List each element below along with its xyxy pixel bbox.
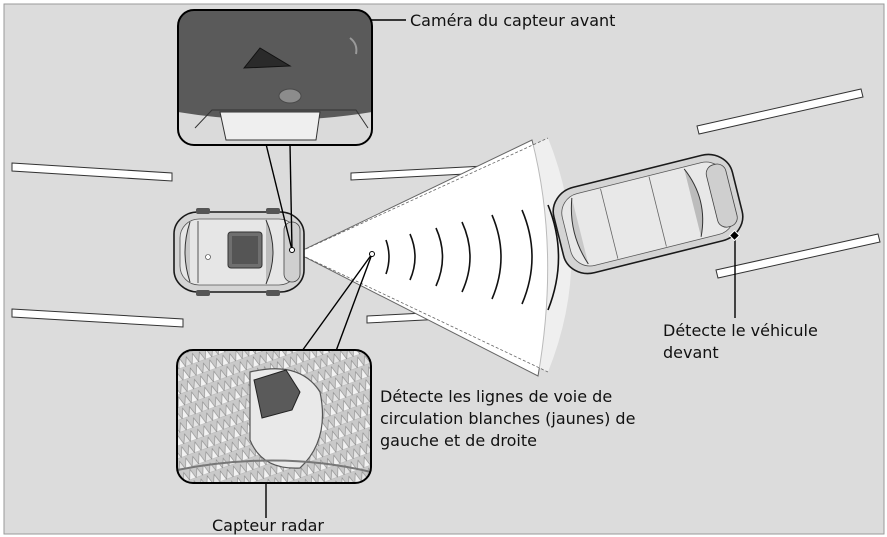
- lane-lines-label-line: Détecte les lignes de voie de: [380, 387, 612, 406]
- lead-car-icon: [552, 153, 744, 275]
- sensor-coverage-beam: [295, 137, 572, 377]
- front-camera-label: Caméra du capteur avant: [410, 11, 615, 30]
- lane-lines-label: Détecte les lignes de voie de circulatio…: [380, 387, 641, 450]
- lane-marking: [11, 162, 173, 182]
- radar-label: Capteur radar: [212, 516, 324, 535]
- lane-marking: [715, 233, 881, 279]
- vehicle-ahead-label-line: Détecte le véhicule: [663, 321, 818, 340]
- lane-marking: [696, 88, 864, 135]
- vehicle-ahead-label-line: devant: [663, 343, 719, 362]
- front-camera-inset: [177, 9, 373, 146]
- radar-sensor-icon: [253, 369, 301, 419]
- radar-sensor-inset: [176, 349, 372, 484]
- lane-lines-label-line: gauche et de droite: [380, 431, 537, 450]
- radar-waves-icon: [385, 204, 560, 311]
- vehicle-ahead-label: Détecte le véhicule devant: [663, 321, 823, 362]
- front-camera-icon: [242, 47, 292, 69]
- lane-lines-label-line: circulation blanches (jaunes) de: [380, 409, 635, 428]
- own-car-icon: [173, 208, 305, 296]
- lane-marking: [11, 308, 184, 328]
